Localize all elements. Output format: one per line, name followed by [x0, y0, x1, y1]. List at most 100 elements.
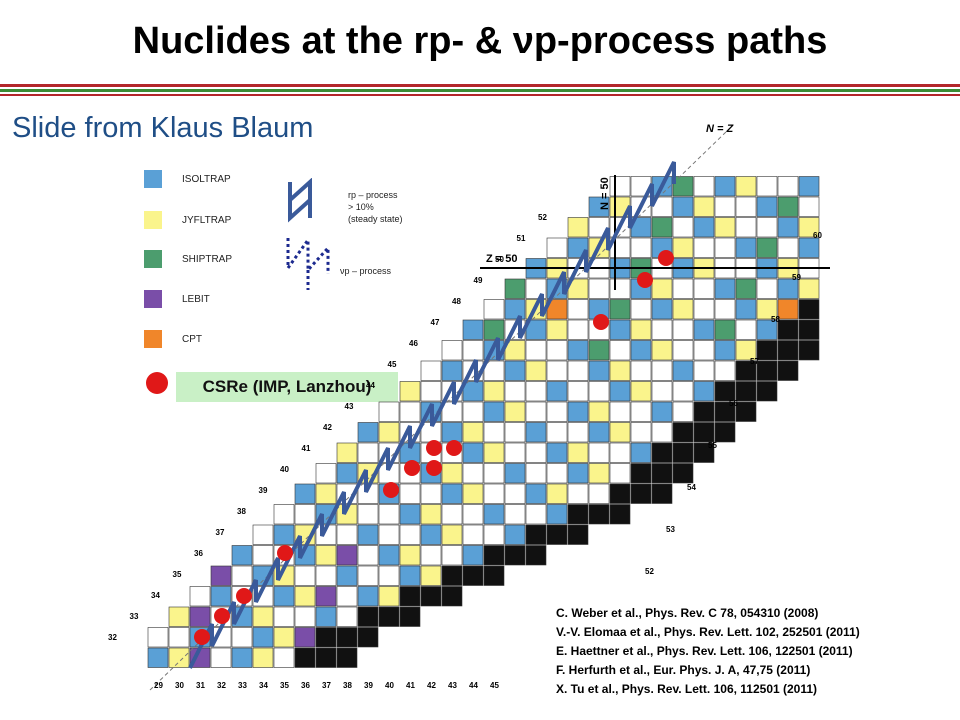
nuclide-cell	[336, 524, 358, 545]
nuclide-cell	[714, 196, 736, 217]
nuclide-cell	[567, 463, 589, 484]
nuclide-cell	[777, 217, 799, 238]
nuclide-cell	[651, 422, 673, 443]
nuclide-cell	[756, 196, 778, 217]
nuclide-cell	[420, 483, 442, 504]
nuclide-cell	[483, 319, 505, 340]
nuclide-cell	[756, 381, 778, 402]
nuclide-cell	[462, 340, 484, 361]
csre-label: CSRe (IMP, Lanzhou)	[176, 372, 398, 402]
nuclide-cell	[777, 299, 799, 320]
nuclide-cell	[399, 401, 421, 422]
z-axis-label: 47	[431, 318, 440, 327]
nuclide-cell	[609, 381, 631, 402]
nuclide-cell	[315, 627, 337, 648]
nuclide-cell	[630, 319, 652, 340]
nuclide-cell	[567, 360, 589, 381]
nuclide-cell	[252, 524, 274, 545]
nuclide-cell	[336, 565, 358, 586]
nuclide-cell	[588, 504, 610, 525]
nuclide-cell	[693, 401, 715, 422]
z-axis-label: 44	[366, 381, 375, 390]
nuclide-cell	[504, 381, 526, 402]
nuclide-cell	[420, 381, 442, 402]
nuclide-cell	[567, 401, 589, 422]
nuclide-cell	[630, 299, 652, 320]
nuclide-cell	[546, 401, 568, 422]
n-axis-label: 44	[469, 681, 478, 690]
nuclide-cell	[546, 463, 568, 484]
nuclide-cell	[336, 545, 358, 566]
nuclide-cell	[651, 483, 673, 504]
nuclide-cell	[567, 217, 589, 238]
nup-path-icon	[286, 235, 330, 290]
slide-title: Nuclides at the rp- & νp-process paths	[132, 20, 828, 62]
rp-legend-line-2: > 10%	[348, 202, 374, 212]
nuclide-cell	[777, 340, 799, 361]
legend-label-isoltrap: ISOLTRAP	[182, 174, 231, 185]
z-axis-label: 32	[108, 633, 117, 642]
nuclide-cell	[399, 586, 421, 607]
nuclide-cell	[672, 176, 694, 197]
nuclide-cell	[273, 524, 295, 545]
title-rule-red-lower	[0, 94, 960, 96]
nuclide-cell	[693, 237, 715, 258]
n-axis-label: 29	[154, 681, 163, 690]
nz-label: N = Z	[706, 123, 734, 135]
nuclide-cell	[189, 606, 211, 627]
n-axis-label: 33	[238, 681, 247, 690]
nuclide-cell	[462, 483, 484, 504]
process-paths	[188, 161, 676, 669]
nuclide-cell	[357, 524, 379, 545]
nuclide-cell	[504, 360, 526, 381]
z-axis-label: 50	[495, 255, 504, 264]
nuclide-cell	[378, 586, 400, 607]
nuclide-cell	[798, 176, 820, 197]
z-axis-label: 33	[130, 612, 139, 621]
nuclide-cell	[210, 647, 232, 668]
nuclide-cell	[672, 442, 694, 463]
nuclide-cell	[399, 483, 421, 504]
nuclide-cell	[588, 483, 610, 504]
n-axis-label: 57	[750, 357, 759, 366]
n-axis-label: 45	[490, 681, 499, 690]
nup-legend-label: νp – process	[340, 266, 392, 276]
nuclide-cell	[210, 565, 232, 586]
csre-marker	[404, 460, 420, 476]
nuclide-cell	[399, 565, 421, 586]
nuclide-cell	[315, 483, 337, 504]
csre-marker	[383, 482, 399, 498]
nuclide-cell	[441, 463, 463, 484]
nuclide-cell	[441, 565, 463, 586]
n-axis-label: 53	[666, 525, 675, 534]
nuclide-cell	[462, 565, 484, 586]
nuclide-cell	[609, 340, 631, 361]
nuclide-cell	[294, 606, 316, 627]
nuclide-cell	[777, 278, 799, 299]
nuclide-cell	[735, 381, 757, 402]
nuclide-cell	[483, 401, 505, 422]
nuclide-cell	[420, 524, 442, 545]
nuclide-cell	[609, 483, 631, 504]
nuclide-cell	[357, 504, 379, 525]
n-axis-label: 32	[217, 681, 226, 690]
nuclide-cell	[588, 381, 610, 402]
nuclide-cell	[294, 565, 316, 586]
nuclide-cell	[798, 299, 820, 320]
z-axis-label: 46	[409, 339, 418, 348]
legend-swatch-lebit	[144, 290, 162, 308]
nuclide-cell	[651, 278, 673, 299]
nuclide-cell	[441, 401, 463, 422]
nuclide-cell	[420, 545, 442, 566]
legend-label-cpt: CPT	[182, 334, 202, 345]
nuclide-cell	[756, 217, 778, 238]
nuclide-cell	[231, 627, 253, 648]
nuclide-cell	[462, 401, 484, 422]
rp-path-icon	[288, 178, 312, 223]
nuclide-cell	[588, 360, 610, 381]
nuclide-cell	[336, 627, 358, 648]
nuclide-cell	[399, 545, 421, 566]
nuclide-cell	[441, 586, 463, 607]
nuclide-cell	[336, 442, 358, 463]
nuclide-cell	[525, 504, 547, 525]
